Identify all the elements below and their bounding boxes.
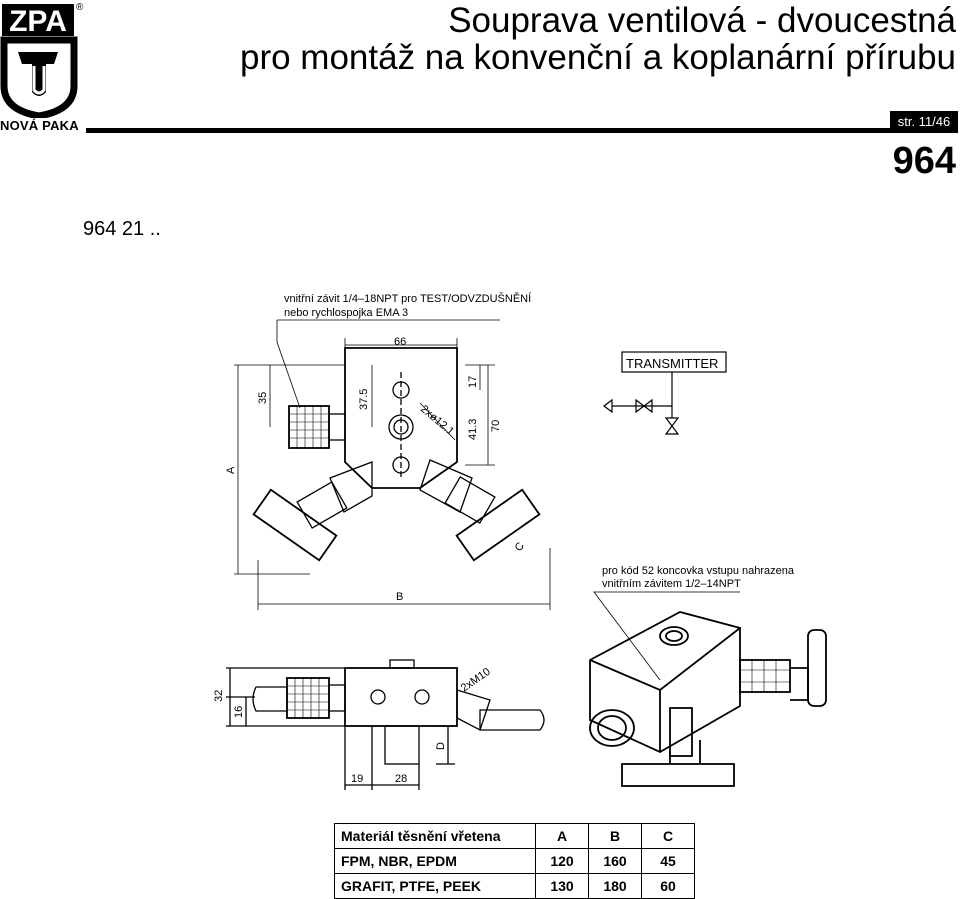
dim-B: B	[396, 591, 403, 603]
seal-material-table: Materiál těsnění vřetena A B C FPM, NBR,…	[334, 823, 695, 899]
table-header-material: Materiál těsnění vřetena	[334, 823, 536, 849]
variant-code: 964 21 ..	[83, 218, 161, 240]
table-header-A: A	[535, 823, 589, 849]
dim-A: A	[225, 466, 237, 474]
table-row: GRAFIT, PTFE, PEEK 130 180 60	[334, 873, 695, 899]
table-cell: 60	[641, 873, 695, 899]
title-line-1: Souprava ventilová - dvoucestná	[448, 1, 956, 40]
table-cell: 130	[535, 873, 589, 899]
note-code52-line-2: vnitřním závitem 1/2–14NPT	[602, 578, 741, 590]
dim-32: 32	[213, 690, 225, 702]
title-line-2: pro montáž na konvenční a koplanární pří…	[240, 38, 956, 77]
dim-16: 16	[233, 706, 245, 718]
note-thread-line-1: vnitřní závit 1/4–18NPT pro TEST/ODVZDUŠ…	[284, 292, 532, 305]
table-cell: 45	[641, 848, 695, 874]
product-code: 964	[892, 140, 956, 182]
note-code52-line-1: pro kód 52 koncovka vstupu nahrazena	[602, 565, 795, 577]
page-number-badge: str. 11/46	[890, 111, 958, 133]
registered-mark: ®	[76, 2, 84, 13]
company-logo: ZPA	[0, 0, 84, 138]
page-title: Souprava ventilová - dvoucestná pro mont…	[240, 2, 956, 76]
dim-holes: 2xø12.1	[418, 403, 456, 438]
dim-m10: 2xM10	[459, 666, 493, 695]
dim-19: 19	[351, 773, 363, 785]
table-header-B: B	[588, 823, 642, 849]
dim-70: 70	[490, 420, 502, 432]
dim-17: 17	[467, 376, 479, 388]
dim-41-3: 41.3	[467, 419, 479, 440]
dim-35: 35	[257, 392, 269, 404]
dim-C: C	[513, 540, 527, 553]
table-header-C: C	[641, 823, 695, 849]
dim-D: D	[435, 742, 447, 750]
table-header-row: Materiál těsnění vřetena A B C	[334, 823, 695, 849]
table-row: FPM, NBR, EPDM 120 160 45	[334, 848, 695, 874]
header-rule	[86, 128, 890, 133]
table-cell: 160	[588, 848, 642, 874]
dim-66: 66	[394, 336, 406, 348]
table-cell: FPM, NBR, EPDM	[334, 848, 536, 874]
note-thread-line-2: nebo rychlospojka EMA 3	[284, 307, 408, 319]
transmitter-label: TRANSMITTER	[626, 356, 718, 371]
dim-37-5: 37.5	[358, 389, 370, 410]
dim-28: 28	[395, 773, 407, 785]
table-cell: 120	[535, 848, 589, 874]
company-name: NOVÁ PAKA	[0, 118, 79, 133]
table-cell: GRAFIT, PTFE, PEEK	[334, 873, 536, 899]
svg-text:ZPA: ZPA	[9, 5, 67, 38]
table-cell: 180	[588, 873, 642, 899]
